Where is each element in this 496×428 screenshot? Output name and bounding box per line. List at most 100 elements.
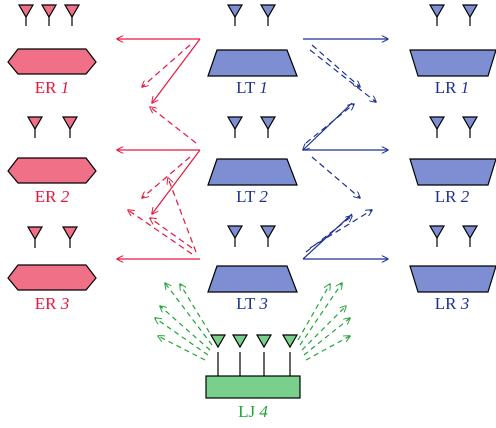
link-lt2-er1-dash [150,107,197,144]
node-label-index: 3 [258,294,268,313]
link-lj-left-4 [180,284,215,341]
node-label-prefix: LR [435,78,457,97]
antenna-icon [259,225,277,240]
antenna-icon [428,116,446,131]
antenna-icon [255,334,273,349]
antenna-icon [234,122,269,138]
svg-text:LT 2: LT 2 [236,187,268,206]
er-hexagon [7,48,97,75]
node-label-index: 2 [259,187,268,206]
antenna-icon [461,116,479,131]
antenna-icon [26,116,44,131]
link-lt2-lr1-dash [305,104,354,144]
antenna-icon [234,10,269,26]
antenna-icon [226,116,244,131]
antenna-icon [259,4,277,19]
lt-trapezoid [207,158,298,186]
link-lt3-er1-dash [150,218,193,249]
node-label-index: 1 [259,78,268,97]
antenna-icon [217,352,291,376]
link-lj-right-4 [297,284,330,341]
node-label-index: 3 [460,294,470,313]
svg-text:LJ 4: LJ 4 [238,402,268,421]
link-lt2-lr2-dash [311,156,360,198]
antenna-icon [226,4,244,19]
node-label-index: 2 [61,187,70,206]
antenna-icon [40,4,58,19]
node-er1[interactable]: ER 1 [7,4,97,97]
lj-rectangle [205,375,301,399]
node-lj4[interactable]: LJ 4 [205,334,301,421]
antenna-icon [209,334,227,349]
link-lj-left-3 [155,318,209,356]
link-lt2-er2-dash [142,156,191,198]
link-lj-right-1 [299,283,342,346]
svg-text:LR 3: LR 3 [435,294,469,313]
links-lt-to-lr [303,39,388,259]
node-label-index: 3 [60,294,70,313]
node-lt3[interactable]: LT 3 [207,225,298,313]
node-label-index: 2 [461,187,470,206]
svg-text:LR 1: LR 1 [435,78,469,97]
antenna-icon [34,122,71,138]
node-label-prefix: LR [435,187,457,206]
node-label-prefix: LT [236,78,256,97]
er-hexagon [7,264,97,291]
node-label-prefix: ER [35,78,57,97]
link-lt3-er3-dash [128,210,193,255]
antenna-icon [461,225,479,240]
node-lr2[interactable]: LR 2 [409,116,496,206]
antenna-icon [61,116,79,131]
antenna-icon [231,334,249,349]
node-lr3[interactable]: LR 3 [409,225,496,313]
antenna-icon [436,10,471,26]
links-lj-to-lt [155,283,350,361]
antenna-icon [436,122,471,138]
link-lj-left-2 [160,306,211,351]
link-lt3-er2-dash [168,178,197,253]
node-lt1[interactable]: LT 1 [207,4,298,97]
antenna-icon [226,225,244,240]
link-lj-right-2 [301,306,346,351]
node-er2[interactable]: ER 2 [7,116,97,206]
antenna-icon [428,225,446,240]
node-label-prefix: ER [35,187,57,206]
svg-text:LT 3: LT 3 [236,294,268,313]
node-label-index: 4 [259,402,268,421]
node-er3[interactable]: ER 3 [7,226,97,313]
link-lr1-lt2-cross [303,102,353,150]
antenna-icon [259,116,277,131]
node-label-prefix: ER [35,294,57,313]
link-lt1-er1-dash [142,44,191,87]
antenna-icon [428,4,446,19]
lr-trapezoid [409,265,496,293]
lt-trapezoid [207,265,298,293]
svg-text:LT 1: LT 1 [236,78,268,97]
node-lt2[interactable]: LT 2 [207,116,298,206]
link-lt1-er2-cross [152,38,201,103]
node-label-prefix: LT [236,294,256,313]
svg-text:ER 1: ER 1 [35,78,69,97]
link-lt3-lr1-dash [309,210,372,249]
svg-text:LR 2: LR 2 [435,187,470,206]
link-lt1-lr1-dash [311,44,360,87]
lr-trapezoid [409,49,496,77]
node-lr1[interactable]: LR 1 [409,4,496,97]
antenna-icon [63,4,81,19]
link-lt1-lr2-dash [309,49,376,102]
links-lt-to-er [117,38,201,259]
antenna-icon [26,226,44,241]
er-hexagon [7,157,97,184]
lt-trapezoid [207,49,298,77]
node-label-index: 1 [61,78,70,97]
node-label-prefix: LJ [238,402,255,421]
svg-text:ER 3: ER 3 [35,294,69,313]
link-lt2-er3-cross [152,149,201,214]
link-lj-left-1 [165,283,213,346]
svg-text:ER 2: ER 2 [35,187,70,206]
link-lr2-lt3-cross [302,213,353,260]
antenna-icon [461,4,479,19]
antenna-icon [436,231,471,247]
node-label-prefix: LT [236,187,256,206]
